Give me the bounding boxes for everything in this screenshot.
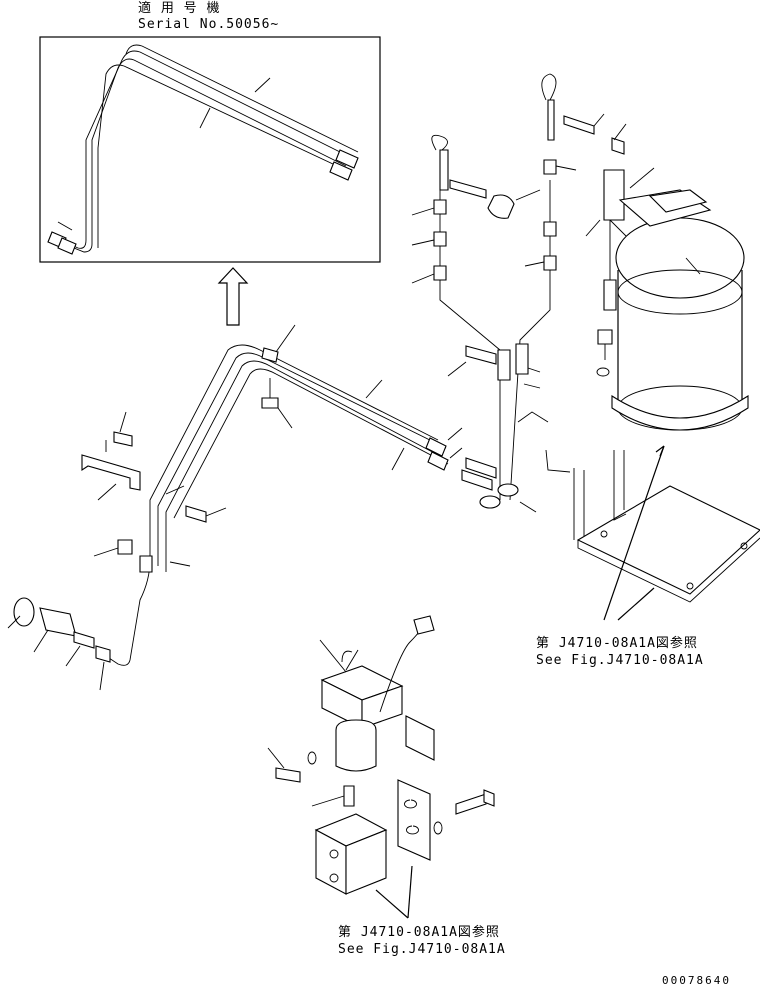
serial-number-label: Serial No.50056~: [138, 17, 280, 32]
tank-assembly: [585, 167, 749, 431]
base-plate: [573, 445, 760, 621]
drawing-number: 00078640: [662, 974, 731, 987]
inset-frame: [39, 36, 381, 263]
up-arrow: [217, 267, 249, 326]
left-fittings: [7, 378, 293, 691]
main-pipes: [99, 324, 463, 666]
reference-label-jp-1: 第 J4710-08A1A図参照: [536, 636, 698, 651]
reference-label-en-2: See Fig.J4710-08A1A: [338, 942, 506, 957]
reference-label-jp-2: 第 J4710-08A1A図参照: [338, 925, 500, 940]
applicable-models-label: 適 用 号 機: [138, 1, 221, 16]
inset-pipes: [47, 44, 359, 255]
hose-assemblies: [411, 73, 627, 513]
reference-label-en-1: See Fig.J4710-08A1A: [536, 653, 704, 668]
lower-assembly: [267, 615, 495, 919]
